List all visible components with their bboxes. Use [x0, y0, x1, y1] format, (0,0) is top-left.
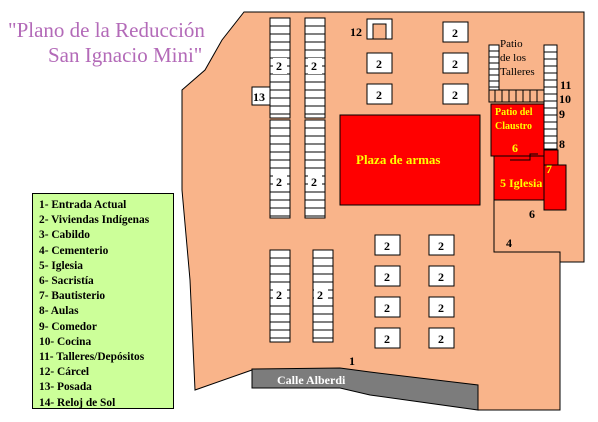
- vivienda-number: 2: [438, 301, 444, 315]
- cementerio-number: 4: [506, 236, 512, 250]
- sacristia-annex: [543, 164, 567, 211]
- patio-talleres-label-3: Talleres: [500, 66, 535, 78]
- vivienda-block: 2: [312, 249, 334, 343]
- legend-item: 12- Cárcel: [39, 366, 90, 379]
- vivienda-number: 2: [317, 288, 323, 302]
- cocina-number: 10: [559, 92, 571, 106]
- iglesia-label: 5 Iglesia: [500, 176, 542, 190]
- legend-item: 1- Entrada Actual: [39, 199, 127, 211]
- map-legend: 1- Entrada Actual 2- Viviendas Indígenas 3…: [32, 193, 174, 409]
- entrada-number: 1: [349, 354, 355, 368]
- carcel-number: 12: [350, 25, 362, 39]
- patio-talleres-column: [488, 44, 545, 103]
- vivienda-box: 2: [442, 52, 469, 74]
- talleres-number: 11: [560, 78, 571, 92]
- legend-item: 14- Reloj de Sol: [39, 396, 116, 409]
- patio-claustro-label-2: Claustro: [495, 121, 532, 132]
- vivienda-number: 2: [276, 59, 282, 73]
- vivienda-block: 2: [304, 119, 326, 219]
- legend-item: 2- Viviendas Indígenas: [39, 214, 150, 227]
- aulas-number: 8: [559, 137, 565, 151]
- legend-item: 9- Comedor: [39, 320, 97, 333]
- vivienda-number: 2: [438, 332, 444, 346]
- calle-alberdi-road: [251, 367, 479, 411]
- vivienda-box: 2: [374, 296, 401, 318]
- legend-item: 6- Sacristía: [39, 275, 94, 288]
- vivienda-box: 2: [428, 327, 455, 349]
- vivienda-block: 2: [269, 17, 291, 119]
- bautisterio-label: 7: [546, 162, 552, 176]
- vivienda-number: 2: [452, 57, 458, 71]
- vivienda-box: 2: [374, 327, 401, 349]
- vivienda-box: 2: [366, 83, 393, 105]
- vivienda-number: 2: [452, 88, 458, 102]
- vivienda-box: 2: [428, 234, 455, 256]
- vivienda-number: 2: [276, 175, 282, 189]
- vivienda-box: 2: [428, 296, 455, 318]
- patio-talleres-label-1: Patio: [500, 38, 523, 50]
- talleres-column: [543, 44, 558, 150]
- cemetery-outline: [493, 200, 561, 262]
- vivienda-number: 2: [376, 88, 382, 102]
- vivienda-box: 2: [442, 21, 469, 43]
- vivienda-box: 2: [428, 265, 455, 287]
- legend-item: 3- Cabildo: [39, 229, 90, 242]
- vivienda-block: 2: [269, 119, 291, 219]
- vivienda-number: 2: [438, 239, 444, 253]
- sacristia-label-top: 6: [512, 141, 518, 155]
- vivienda-number: 2: [276, 288, 282, 302]
- legend-item: 4- Cementerio: [39, 244, 109, 257]
- vivienda-number: 2: [384, 332, 390, 346]
- patio-talleres-label-2: de los: [500, 52, 526, 64]
- plaza-de-armas: [339, 114, 481, 206]
- plaza-label: Plaza de armas: [356, 152, 440, 167]
- vivienda-number: 2: [384, 301, 390, 315]
- legend-item: 11- Talleres/Depósitos: [39, 351, 145, 364]
- patio-claustro-label-1: Patio del: [495, 107, 533, 118]
- patio-claustro: [490, 103, 545, 157]
- cloister-inner-wall: [510, 153, 538, 161]
- posada-number: 13: [253, 90, 265, 104]
- vivienda-number: 2: [311, 175, 317, 189]
- legend-item: 13- Posada: [39, 381, 92, 394]
- comedor-number: 9: [559, 107, 565, 121]
- map-title-line1: "Plano de la Reducción: [8, 18, 205, 42]
- sacristia-number: 6: [529, 207, 535, 221]
- vivienda-number: 2: [384, 270, 390, 284]
- vivienda-number: 2: [438, 270, 444, 284]
- legend-item: 5- Iglesia: [39, 259, 83, 272]
- vivienda-box: 2: [374, 234, 401, 256]
- map-title-line2: San Ignacio Mini": [48, 43, 203, 67]
- vivienda-box: 2: [442, 83, 469, 105]
- vivienda-box: 2: [374, 265, 401, 287]
- street-label: Calle Alberdi: [277, 373, 346, 387]
- vivienda-number: 2: [311, 59, 317, 73]
- vivienda-block: 2: [304, 17, 326, 119]
- carcel-inner: [372, 23, 387, 40]
- vivienda-box: 2: [366, 52, 393, 74]
- legend-item: 7- Bautisterio: [39, 290, 106, 303]
- legend-item: 8- Aulas: [39, 305, 79, 318]
- vivienda-number: 2: [384, 239, 390, 253]
- vivienda-number: 2: [376, 57, 382, 71]
- vivienda-number: 2: [452, 26, 458, 40]
- vivienda-block: 2: [269, 249, 291, 343]
- legend-item: 10- Cocina: [39, 335, 92, 348]
- posada-building: [251, 86, 271, 106]
